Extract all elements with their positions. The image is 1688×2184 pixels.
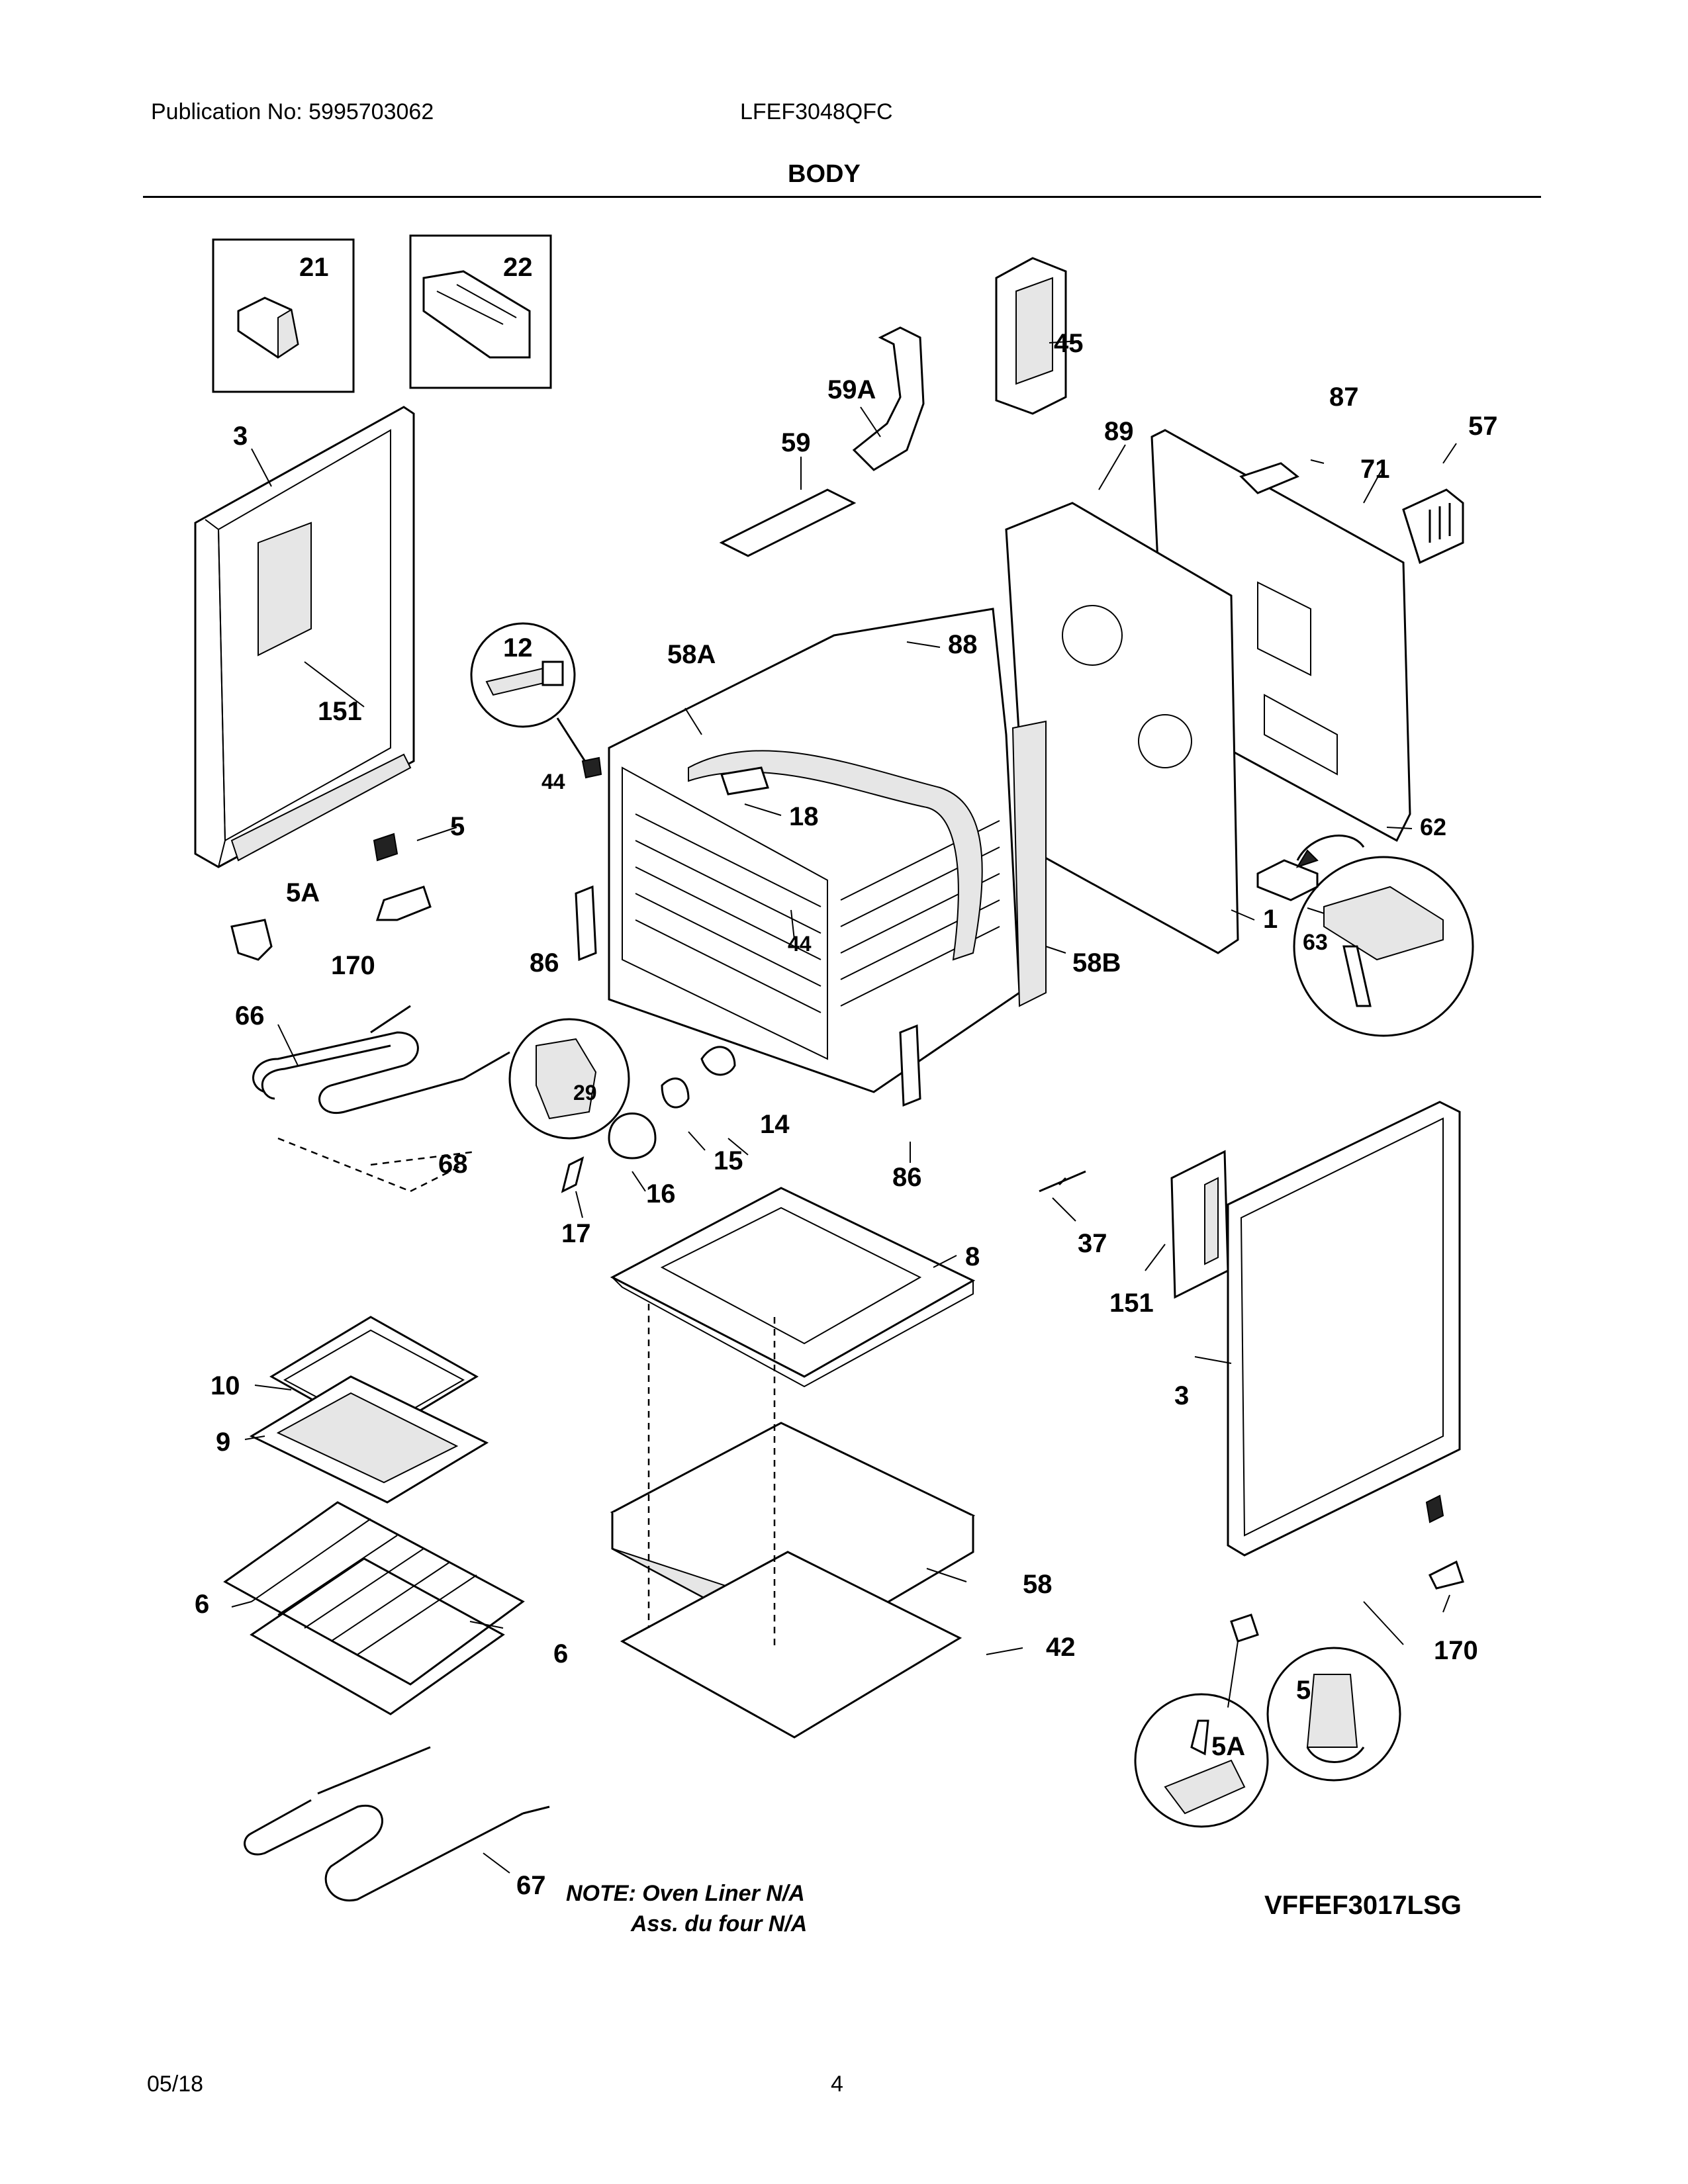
leveling-legs	[1134, 1494, 1464, 1828]
label-44-b: 44	[788, 932, 812, 956]
label-18: 18	[789, 802, 819, 831]
label-37: 37	[1078, 1229, 1107, 1258]
label-15: 15	[714, 1146, 743, 1175]
footer-page-number: 4	[831, 2071, 843, 2097]
label-59A: 59A	[827, 375, 876, 404]
label-6-right: 6	[553, 1639, 568, 1668]
label-5A-right: 5A	[1211, 1732, 1245, 1761]
label-42: 42	[1046, 1633, 1076, 1662]
brackets-left	[230, 833, 921, 1107]
right-side-panel	[1039, 1101, 1461, 1557]
broil-element-66	[252, 1005, 510, 1193]
footer-date: 05/18	[147, 2071, 204, 2097]
bake-element-67	[244, 1746, 550, 1902]
label-1: 1	[1263, 905, 1278, 934]
label-16: 16	[646, 1179, 676, 1208]
drawing-reference: VFFEF3017LSG	[1264, 1891, 1462, 1920]
label-8: 8	[965, 1242, 980, 1271]
oven-cavity	[608, 608, 1047, 1093]
label-58: 58	[1023, 1570, 1053, 1599]
upper-ducts	[719, 257, 1067, 557]
label-63: 63	[1303, 930, 1328, 955]
label-62: 62	[1420, 813, 1446, 841]
label-5A-left: 5A	[286, 878, 320, 907]
note-line-1: NOTE: Oven Liner N/A	[566, 1881, 805, 1906]
label-21: 21	[299, 253, 329, 282]
label-151-left: 151	[318, 697, 362, 726]
rear-panels	[1005, 429, 1464, 954]
label-3-right: 3	[1174, 1381, 1189, 1410]
label-10: 10	[211, 1371, 240, 1400]
note-line-2: Ass. du four N/A	[630, 1911, 807, 1936]
label-68: 68	[438, 1150, 468, 1179]
broil-pan	[249, 1316, 489, 1504]
leader-lines	[231, 340, 1457, 1874]
section-title: BODY	[788, 160, 861, 188]
label-66: 66	[235, 1001, 265, 1030]
label-87: 87	[1329, 383, 1359, 412]
label-3-left: 3	[233, 422, 248, 451]
label-12: 12	[503, 633, 533, 662]
label-71: 71	[1360, 455, 1390, 484]
label-44-a: 44	[541, 770, 565, 794]
label-6-left: 6	[195, 1590, 209, 1619]
label-22: 22	[503, 253, 533, 282]
part-21-inset	[212, 238, 355, 393]
label-57: 57	[1468, 412, 1498, 441]
label-170-left: 170	[331, 951, 375, 980]
oven-bottom-parts	[610, 1187, 976, 1739]
label-5-left: 5	[450, 812, 465, 841]
label-17: 17	[561, 1219, 591, 1248]
label-5-right: 5	[1296, 1676, 1311, 1705]
label-86-a: 86	[530, 948, 559, 978]
publication-number: Publication No: 5995703062	[151, 99, 434, 124]
label-9: 9	[216, 1428, 230, 1457]
label-59: 59	[781, 428, 811, 457]
oven-racks	[223, 1501, 525, 1715]
part-62-callout	[1256, 835, 1474, 1037]
model-number: LFEF3048QFC	[740, 99, 893, 124]
part-12-callout	[470, 622, 602, 779]
label-58A: 58A	[667, 640, 716, 669]
part-22-inset	[409, 234, 552, 389]
label-170-right: 170	[1434, 1636, 1478, 1665]
label-14: 14	[760, 1110, 790, 1139]
label-151-right: 151	[1109, 1289, 1154, 1318]
label-86-b: 86	[892, 1163, 922, 1192]
label-29: 29	[573, 1081, 597, 1105]
label-88: 88	[948, 630, 978, 659]
left-side-panel	[194, 406, 415, 868]
light-assembly	[508, 1018, 736, 1193]
label-45: 45	[1054, 329, 1084, 358]
part-number-labels: 21 22 45 59A 87 57 3 59 89 71 12 58A 88 …	[195, 253, 1498, 1900]
label-89: 89	[1104, 417, 1134, 446]
label-67: 67	[516, 1871, 546, 1900]
label-58B: 58B	[1072, 948, 1121, 978]
header-divider	[143, 196, 1541, 198]
